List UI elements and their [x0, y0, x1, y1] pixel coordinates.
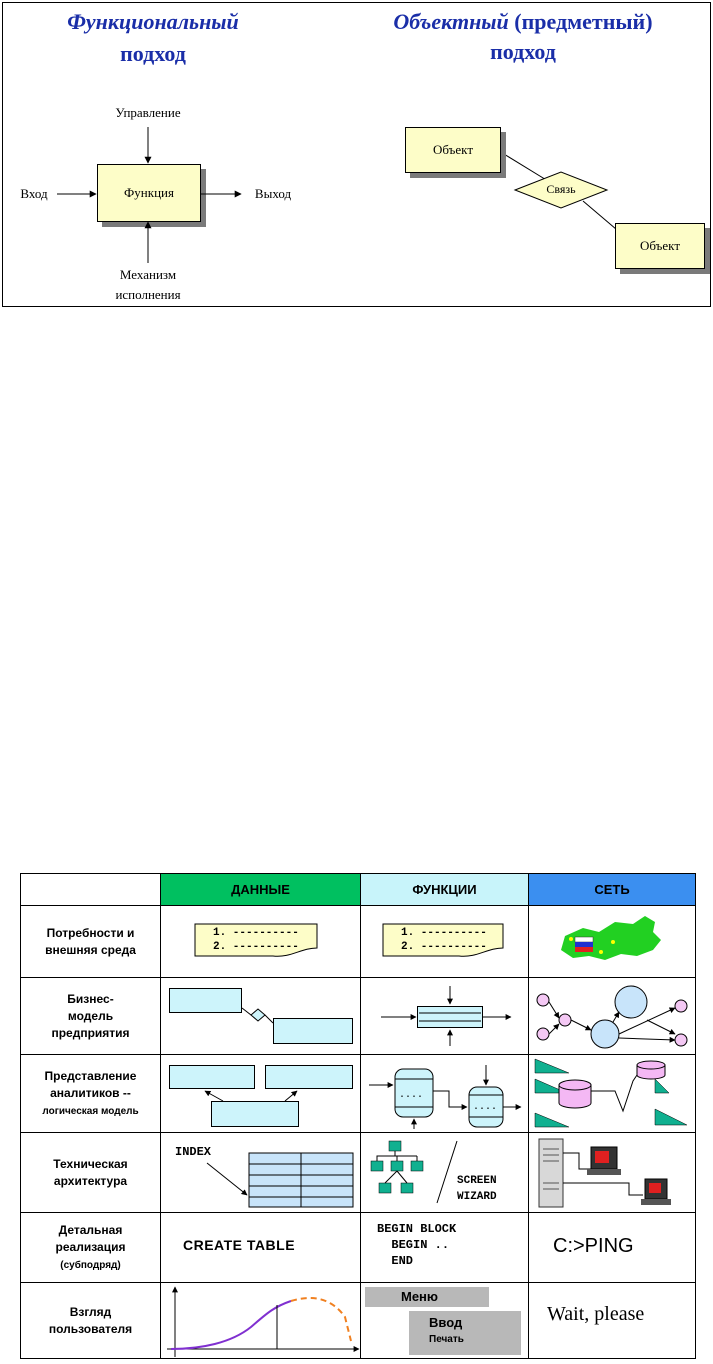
server-computers-icon	[538, 1138, 671, 1208]
function-box: Функция	[97, 164, 201, 222]
needs-data-list: 1. ----------2. ----------	[213, 927, 299, 953]
object-a-label: Объект	[433, 142, 473, 157]
cell-tech-data: INDEX	[160, 1132, 361, 1213]
cell-impl-data: CREATE TABLE	[160, 1212, 361, 1283]
cell-logical-network	[528, 1054, 696, 1133]
matrix-header-row: ДАННЫЕ ФУНКЦИИ СЕТЬ	[20, 873, 696, 906]
col-header-network: СЕТЬ	[528, 873, 696, 906]
object-b-label: Объект	[640, 238, 680, 253]
dropdown-menu[interactable]: Ввод Печать	[409, 1311, 521, 1355]
svg-text:....: ....	[473, 1102, 497, 1113]
relation-diamond	[513, 171, 609, 209]
cell-business-functions	[360, 977, 529, 1055]
cell-tech-network	[528, 1132, 696, 1213]
cell-user-network: Wait, please	[528, 1282, 696, 1359]
needs-functions-list: 1. ----------2. ----------	[401, 927, 487, 953]
cell-logical-functions: .... ....	[360, 1054, 529, 1133]
cell-business-data	[160, 977, 361, 1055]
cell-needs-data: 1. ----------2. ----------	[160, 905, 361, 978]
input-label: Вход	[20, 186, 48, 201]
top-connectors	[57, 127, 624, 263]
index-label: INDEX	[175, 1145, 212, 1159]
corner-cell	[20, 873, 161, 906]
russia-map-icon	[561, 916, 661, 960]
cell-user-functions: Меню Ввод Печать	[360, 1282, 529, 1359]
menu-item-pechat[interactable]: Печать	[429, 1334, 464, 1345]
output-label: Выход	[254, 186, 292, 201]
menu-bar[interactable]: Меню	[365, 1287, 489, 1309]
cell-needs-functions: 1. ----------2. ----------	[360, 905, 529, 978]
svg-text:....: ....	[399, 1090, 423, 1101]
control-label: Управление	[115, 105, 181, 120]
cell-logical-data	[160, 1054, 361, 1133]
menu-item-vvod[interactable]: Ввод	[429, 1315, 463, 1330]
col-header-data: ДАННЫЕ	[160, 873, 361, 906]
col-header-functions: ФУНКЦИИ	[360, 873, 529, 906]
cell-business-network	[528, 977, 696, 1055]
cell-impl-functions: BEGIN BLOCK BEGIN .. END	[360, 1212, 529, 1283]
begin-block-code: BEGIN BLOCK BEGIN .. END	[377, 1222, 457, 1268]
create-table-text: CREATE TABLE	[183, 1237, 296, 1253]
cell-user-data	[160, 1282, 361, 1359]
cell-needs-network	[528, 905, 696, 978]
functional-approach-title: Функциональный подход	[67, 9, 239, 66]
object-a-box: Объект	[405, 127, 501, 173]
wait-text: Wait, please	[547, 1303, 645, 1325]
function-label: Функция	[124, 185, 174, 200]
approaches-figure: Функциональный подход Объектный (предмет…	[2, 2, 711, 307]
object-b-box: Объект	[615, 223, 705, 269]
ping-text: C:>PING	[553, 1235, 634, 1257]
cell-impl-network: C:>PING	[528, 1212, 696, 1283]
object-approach-title: Объектный (предметный) подход	[393, 9, 653, 64]
relation-label: Связь	[546, 182, 576, 196]
er-link-a	[498, 150, 549, 182]
